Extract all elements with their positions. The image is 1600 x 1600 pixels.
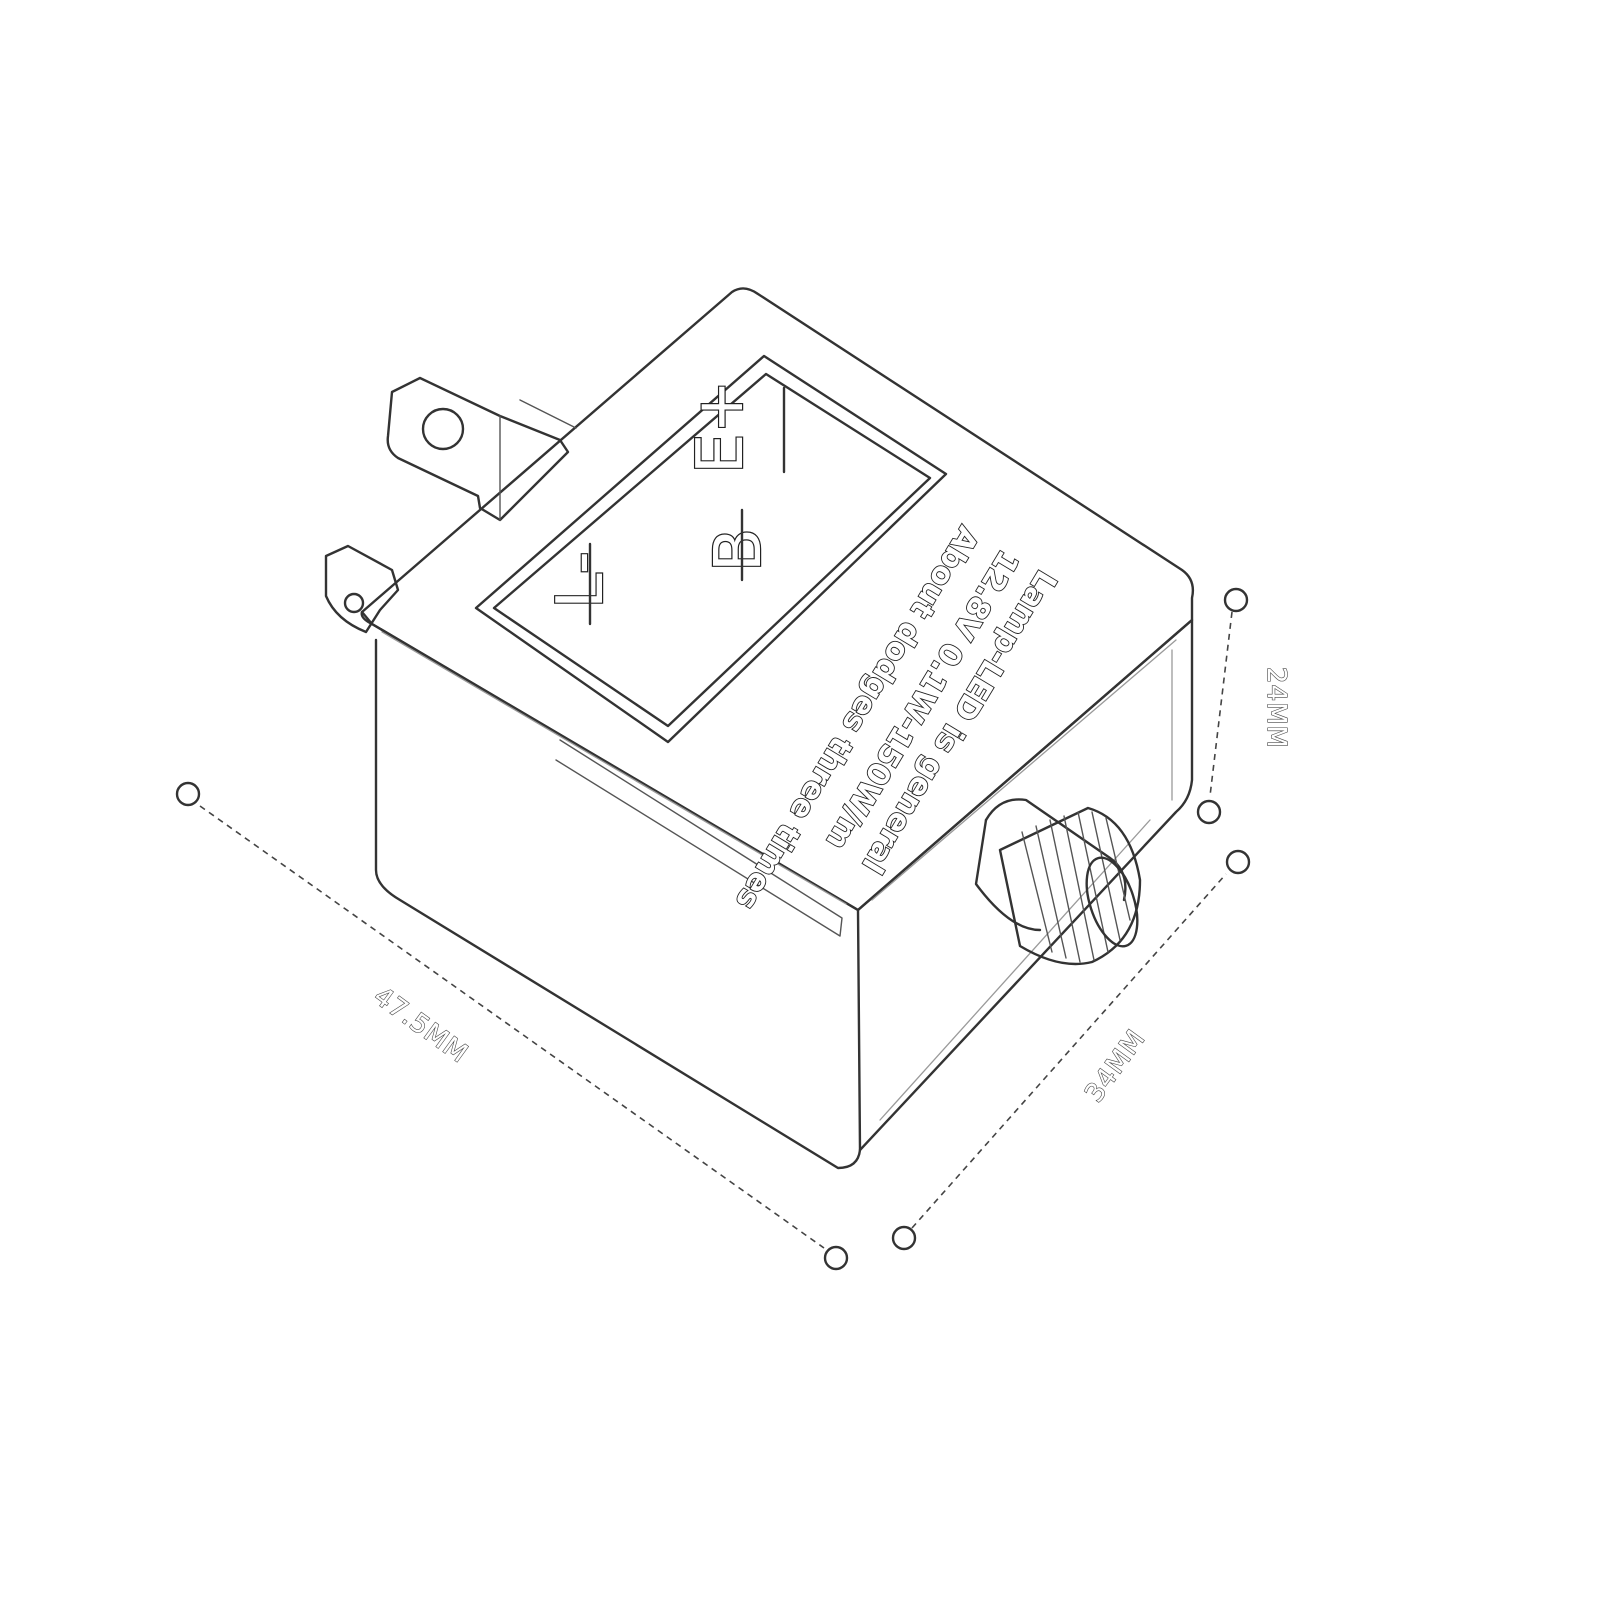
top-rim-line <box>381 631 847 905</box>
terminal-spade-front <box>324 544 400 634</box>
terminal-markings: E+ B L- <box>543 379 786 626</box>
relay-body <box>360 287 1195 1170</box>
dimension-height: 24MM <box>1196 587 1292 825</box>
dimension-width: 34MM <box>891 849 1251 1251</box>
terminal-hole-front <box>343 592 365 614</box>
dimension-width-start <box>891 1225 917 1251</box>
dimension-length: 47.5MM <box>175 781 849 1271</box>
terminal-label-frame <box>474 354 948 744</box>
spec-text: Lamp-LED is general 12.8V 0.1W-150W/m Ab… <box>727 519 1064 917</box>
dimension-width-end <box>1225 849 1251 875</box>
terminal-hole-rear <box>421 407 465 451</box>
adjustment-knob <box>974 798 1142 966</box>
terminal-l-minus: L- <box>544 551 618 609</box>
top-face <box>360 287 1195 912</box>
dimension-width-label: 34MM <box>1079 1024 1151 1108</box>
terminal-spade-rear <box>386 376 577 522</box>
dimension-height-start <box>1223 587 1249 613</box>
dimension-length-label: 47.5MM <box>368 981 474 1069</box>
terminal-e-plus: E+ <box>684 380 758 474</box>
dimension-length-end <box>823 1245 849 1271</box>
dimension-height-end <box>1196 799 1222 825</box>
front-edge-groove <box>555 739 843 937</box>
dimension-length-start <box>175 781 201 807</box>
terminal-b: B <box>702 528 776 572</box>
side-rim-line <box>871 639 1177 901</box>
dimension-height-label: 24MM <box>1261 667 1291 749</box>
front-face <box>360 610 862 1170</box>
side-face <box>856 618 1194 1152</box>
